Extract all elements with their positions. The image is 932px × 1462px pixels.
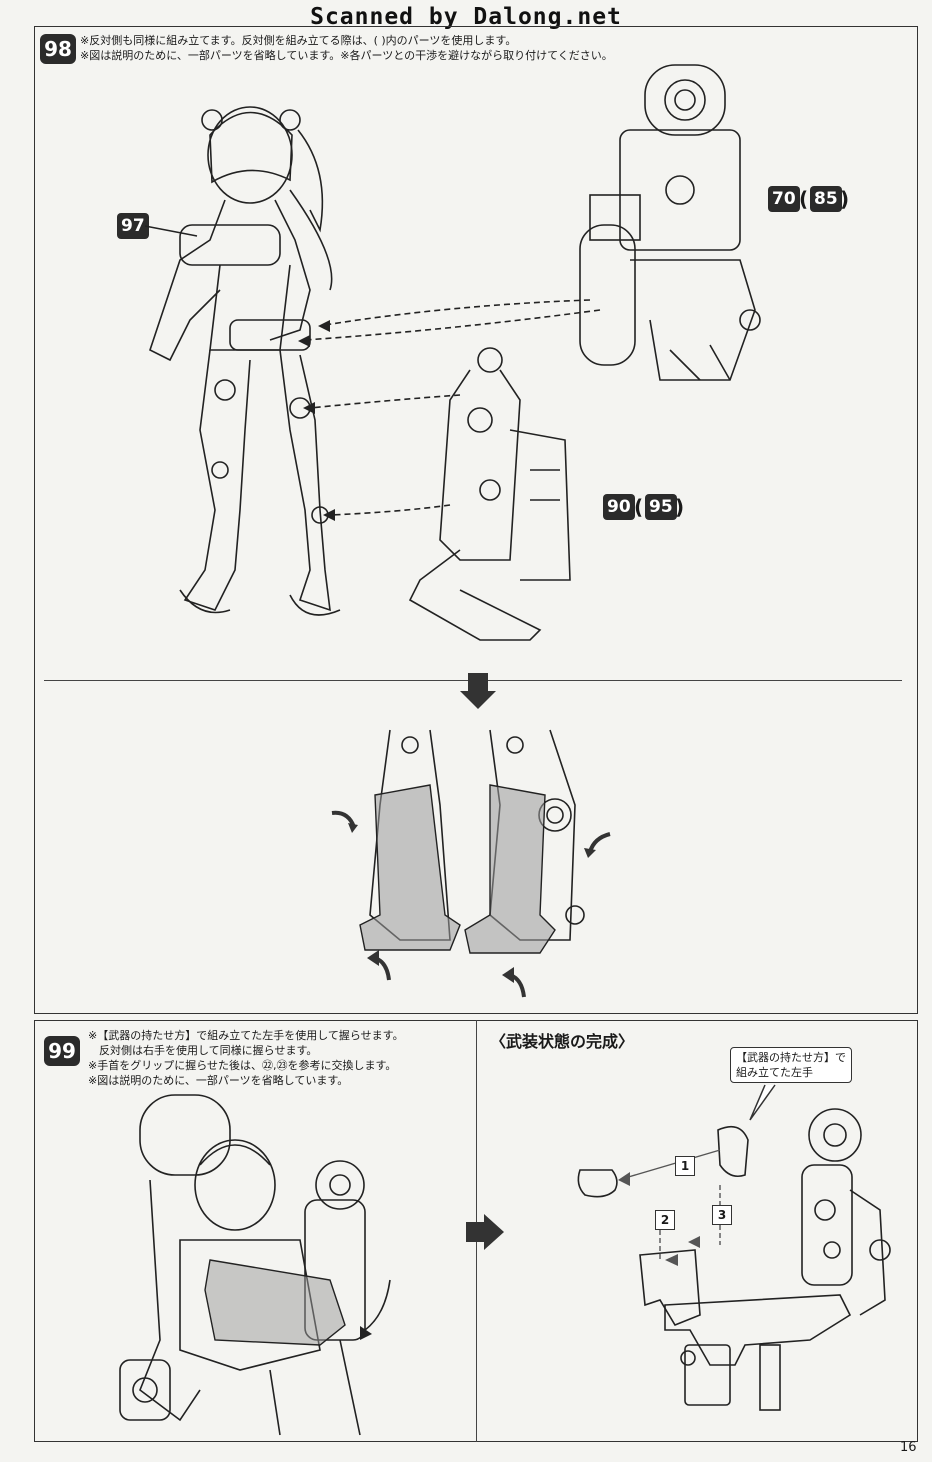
sequence-step-2: 2 xyxy=(655,1210,675,1230)
rotate-arrow-icon-2 xyxy=(584,832,611,858)
assembly-arrows xyxy=(298,299,601,521)
part-85-badge: 85 xyxy=(810,186,842,212)
step-98-note-1: ※反対側も同様に組み立てます。反対側を組み立てる際は、( )内のパーツを使用しま… xyxy=(80,34,517,47)
completion-title: 〈武装状態の完成〉 xyxy=(490,1032,635,1051)
up-arrow-icon-2 xyxy=(502,967,526,998)
step-99-badge: 99 xyxy=(44,1036,80,1066)
callout-pointer xyxy=(749,1084,776,1121)
leg-unit-illustration xyxy=(408,347,571,641)
paren-open-90: ( xyxy=(634,495,644,519)
weapon-assembly-illustration xyxy=(577,1108,891,1411)
step-98-panel xyxy=(34,26,918,1014)
part-97-leader xyxy=(144,225,198,237)
armed-figure-illustration xyxy=(119,1094,391,1436)
down-arrow-icon xyxy=(460,673,496,709)
up-arrow-icon-1 xyxy=(367,950,391,981)
right-arrow-icon xyxy=(466,1214,504,1250)
page-number: 16 xyxy=(900,1440,917,1455)
paren-close-90: ) xyxy=(675,495,685,519)
figure-illustration xyxy=(149,106,341,616)
part-90-badge: 90 xyxy=(603,494,635,520)
sequence-step-3: 3 xyxy=(712,1205,732,1225)
sequence-step-1: 1 xyxy=(675,1156,695,1176)
callout-line-1: 【武器の持たせ方】で xyxy=(736,1051,846,1064)
watermark: Scanned by Dalong.net xyxy=(310,4,622,30)
part-95-badge: 95 xyxy=(645,494,677,520)
rotate-arrow-icon-1 xyxy=(331,810,358,833)
result-legs-illustration xyxy=(359,729,585,954)
step-98-badge: 98 xyxy=(40,34,76,64)
back-unit-illustration xyxy=(579,64,761,381)
step-99-note-4: ※図は説明のために、一部パーツを省略しています。 xyxy=(88,1074,349,1087)
step-99-note-1: ※【武器の持たせ方】で組み立てた左手を使用して握らせます。 xyxy=(88,1029,404,1042)
paren-open-70: ( xyxy=(799,187,809,211)
paren-close-70: ) xyxy=(840,187,850,211)
step-98-note-2: ※図は説明のために、一部パーツを省略しています。※各パーツとの干渉を避けながら取… xyxy=(80,49,613,62)
callout-line-2: 組み立てた左手 xyxy=(736,1066,813,1079)
part-70-badge: 70 xyxy=(768,186,800,212)
step-99-note-2: 反対側は右手を使用して同様に握らせます。 xyxy=(88,1044,318,1057)
callout-left-hand: 【武器の持たせ方】で 組み立てた左手 xyxy=(730,1047,852,1083)
step-99-note-3: ※手首をグリップに握らせた後は、㉒,㉓を参考に交換します。 xyxy=(88,1059,397,1072)
part-97-badge: 97 xyxy=(117,213,149,239)
